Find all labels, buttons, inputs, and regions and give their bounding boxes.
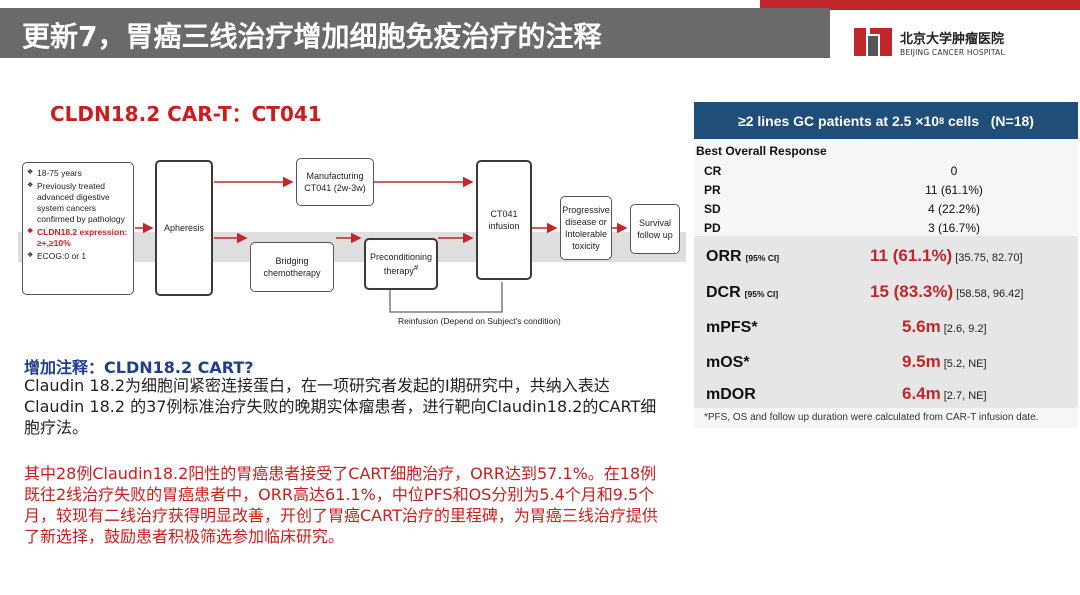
title-accent-line [820,8,1080,10]
criteria-item: 18-75 years [27,168,129,179]
metric-ci: [2.7, NE] [943,390,987,402]
trial-flow-diagram: 18-75 years Previously treated advanced … [18,152,686,334]
title-bar: 更新7，胃癌三线治疗增加细胞免疫治疗的注释 [0,8,830,58]
title-accent-bar [760,0,1080,8]
bor-key: PD [704,221,721,235]
page-title: 更新7，胃癌三线治疗增加细胞免疫治疗的注释 [22,20,602,53]
bor-row: PR 11 (61.1%) [704,183,1074,201]
metric-value: 9.5m [902,352,941,371]
hospital-logo-icon [854,28,892,56]
metric-ci: [5.2, NE] [943,358,987,370]
metric-row-mos: mOS* 9.5m[5.2, NE] [706,352,1076,380]
bor-row: CR 0 [704,164,1074,182]
metric-ci: [2.6, 9.2] [943,323,987,335]
metric-value: 11 (61.1%) [870,246,953,265]
bor-row: PD 3 (16.7%) [704,221,1074,239]
bor-label: Best Overall Response [696,144,827,158]
metric-row-mdor: mDOR 6.4m[2.7, NE] [706,384,1076,412]
apheresis-box: Apheresis [155,160,213,296]
table-header-post: cells (N=18) [944,112,1034,129]
table-header-sup: 8 [939,115,945,126]
criteria-item-highlight: CLDN18.2 expression: ≥+,≥10% [27,227,129,249]
metric-key: DCR [706,284,741,301]
manufacturing-box: Manufacturing CT041 (2w-3w) [296,158,374,206]
bor-value: 4 (22.2%) [927,202,981,216]
progressive-box: Progressive disease or Intolerable toxic… [560,196,612,260]
inclusion-criteria-box: 18-75 years Previously treated advanced … [22,162,134,295]
metrics-panel [694,236,1078,408]
hospital-logo: 北京大学肿瘤医院 BEIJING CANCER HOSPITAL [852,20,1052,64]
hospital-name-cn: 北京大学肿瘤医院 [900,32,1005,47]
metric-ci: [58.58, 96.42] [956,288,1024,300]
criteria-item: Previously treated advanced digestive sy… [27,181,129,225]
metric-ci-label: [95% CI] [745,253,780,263]
bor-key: CR [704,164,722,178]
metric-row-mpfs: mPFS* 5.6m[2.6, 9.2] [706,317,1076,345]
metric-value: 15 (83.3%) [870,282,954,301]
hospital-name-en: BEIJING CANCER HOSPITAL [900,48,1005,57]
preconditioning-mark: # [413,263,419,272]
arrow-reinfusion-loop [385,266,503,313]
metric-row-orr: ORR[95% CI] 11 (61.1%)[35.75, 82.70] [706,246,1076,274]
preconditioning-box: Preconditioning therapy# [364,238,438,290]
metric-key: mOS* [706,354,750,371]
bridging-box: Bridging chemotherapy [250,242,334,292]
metric-value: 5.6m [902,317,941,336]
bor-row: SD 4 (22.2%) [704,202,1074,220]
infusion-box: CT041 infusion [476,160,532,280]
bor-value: 0 [950,164,958,178]
survival-box: Survival follow up [630,204,680,254]
bor-key: PR [704,183,721,197]
metric-key: mPFS* [706,319,758,336]
section-subtitle: CLDN18.2 CAR-T：CT041 [50,102,322,126]
flow-connectors [135,176,628,313]
note-paragraph-2: 其中28例Claudin18.2阳性的胃癌患者接受了CART细胞治疗，ORR达到… [24,464,658,546]
bor-value: 3 (16.7%) [927,221,981,235]
criteria-item: ECOG:0 or 1 [27,251,129,262]
bor-value: 11 (61.1%) [925,183,983,197]
metric-ci-label: [95% CI] [744,289,779,299]
preconditioning-label: Preconditioning therapy [369,251,433,276]
table-footnote: *PFS, OS and follow up duration were cal… [704,412,1039,423]
metric-value: 6.4m [902,384,941,403]
metric-key: mDOR [706,386,756,403]
reinfusion-label: Reinfusion (Depend on Subject's conditio… [398,316,561,326]
note-heading: 增加注释：CLDN18.2 CART? [24,358,254,377]
table-header-pre: ≥2 lines GC patients at 2.5 ×10 [738,112,940,129]
metric-key: ORR [706,248,742,265]
note-paragraph-1: Claudin 18.2为细胞间紧密连接蛋白，在一项研究者发起的I期研究中，共纳… [24,376,657,437]
bor-key: SD [704,202,721,216]
metric-row-dcr: DCR[95% CI] 15 (83.3%)[58.58, 96.42] [706,282,1076,310]
metric-ci: [35.75, 82.70] [955,252,1023,264]
